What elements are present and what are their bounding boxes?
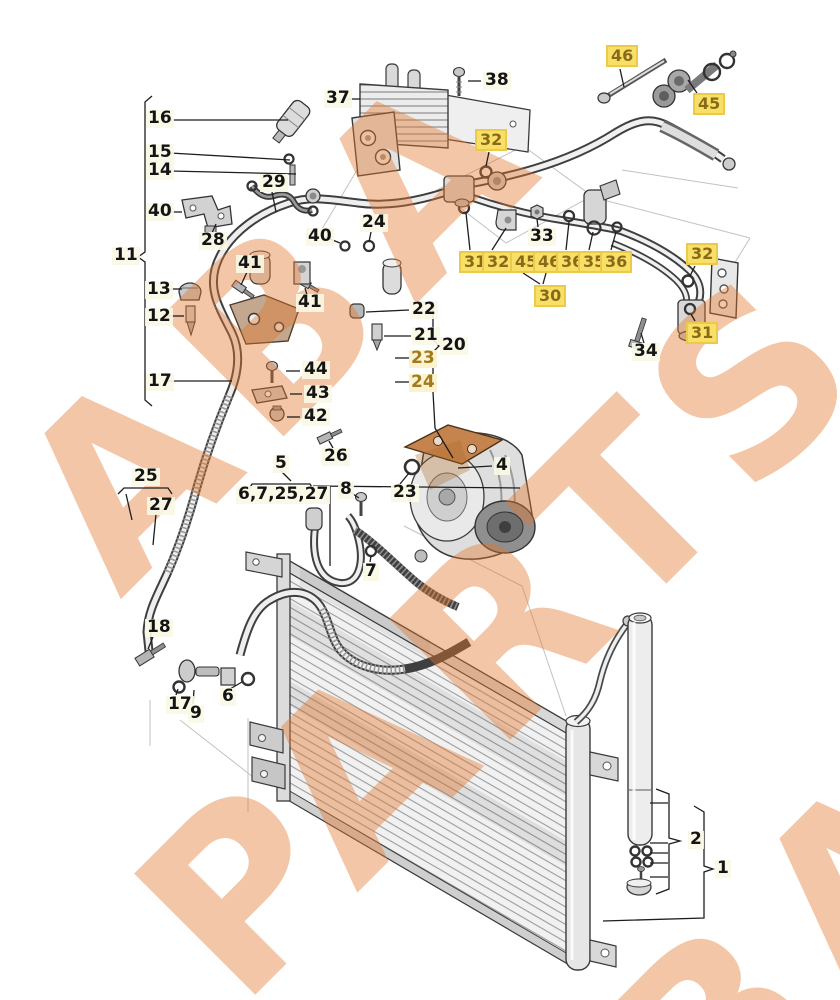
callout-9: 9 (188, 703, 204, 723)
receiver-drier-illustration (626, 612, 654, 896)
callout-41b: 41 (296, 292, 324, 312)
callout-42: 42 (302, 406, 330, 426)
small-parts (134, 99, 739, 694)
callout-20: 20 (440, 335, 468, 355)
callout-29: 29 (260, 172, 288, 192)
callout-22: 22 (410, 299, 438, 319)
callout-24a: 24 (360, 212, 388, 232)
callout-8: 8 (338, 479, 354, 499)
callout-40b: 40 (306, 226, 334, 246)
callout-31-right: 31 (686, 322, 719, 344)
callout-25: 25 (132, 466, 160, 486)
callout-28: 28 (199, 230, 227, 250)
callout-12: 12 (145, 306, 173, 326)
callout-44: 44 (302, 359, 330, 379)
callout-21: 21 (412, 325, 440, 345)
callout-6: 6 (220, 686, 236, 706)
callout-17b: 17 (166, 694, 194, 714)
callout-46-top: 46 (606, 45, 639, 67)
callout-18: 18 (145, 617, 173, 637)
callout-32-right: 32 (686, 243, 719, 265)
callout-33: 33 (528, 226, 556, 246)
callout-24-highlight: 24 (409, 372, 437, 392)
callout-45-top: 45 (693, 93, 726, 115)
callout-37: 37 (324, 88, 352, 108)
callout-2: 2 (688, 829, 704, 849)
callout-13: 13 (145, 279, 173, 299)
callout-34: 34 (632, 341, 660, 361)
callout-36-row2: 36 (600, 251, 633, 273)
callout-40a: 40 (146, 201, 174, 221)
callout-26: 26 (322, 446, 350, 466)
callout-group-6-7-25-27: 6,7,25,27 (236, 484, 331, 504)
callout-23b: 23 (391, 482, 419, 502)
callout-23-highlight: 23 (409, 348, 437, 368)
callout-32-top: 32 (475, 129, 508, 151)
callout-43: 43 (304, 383, 332, 403)
callout-11: 11 (112, 245, 140, 265)
callout-4: 4 (494, 455, 510, 475)
callout-16: 16 (146, 108, 174, 128)
callout-41a: 41 (236, 253, 264, 273)
callout-15: 15 (146, 142, 174, 162)
callout-38: 38 (483, 70, 511, 90)
callout-17a: 17 (146, 371, 174, 391)
callout-30: 30 (534, 285, 567, 307)
callout-14: 14 (146, 160, 174, 180)
callout-7: 7 (363, 561, 379, 581)
callout-5: 5 (273, 453, 289, 473)
refrigerant-pipes (142, 116, 736, 675)
callout-1: 1 (715, 858, 731, 878)
callout-27: 27 (147, 495, 175, 515)
